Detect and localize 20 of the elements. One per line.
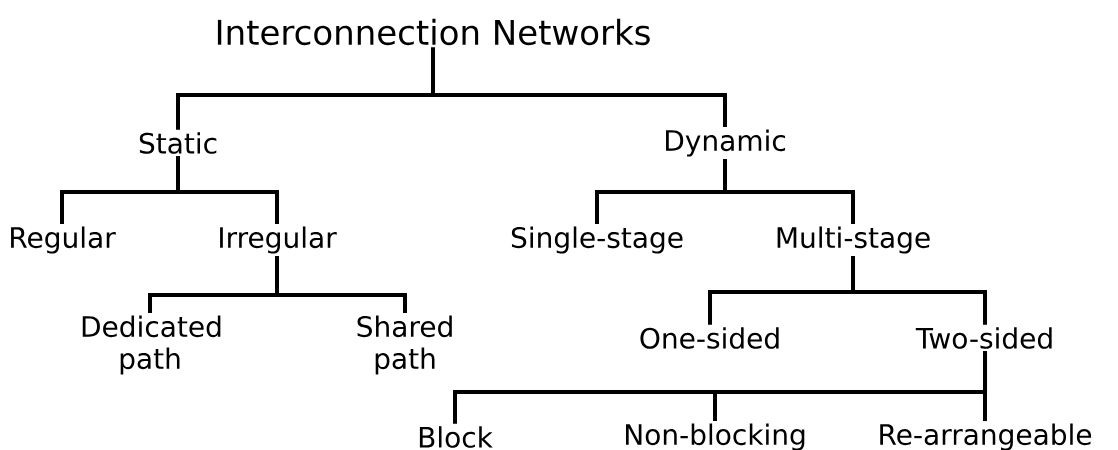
node-label: Interconnection Networks [217,18,650,46]
tree-connector [275,255,407,314]
node-label: Two-sided [915,327,1052,349]
node-label: One-sided [640,327,779,349]
node-label: Dynamic [666,129,786,157]
tree-connector [983,351,987,422]
tree-connector [851,255,987,325]
node-label: Regular [11,226,116,254]
node-label: Shared path [357,315,452,375]
node-label: Irregular [220,226,337,254]
tree-connector [723,158,855,225]
node-label: Single-stage [511,226,683,254]
tree-connector [176,156,279,225]
node-label: Re-arrangeable [880,423,1092,450]
tree-connector [431,47,727,128]
node-label: Dedicated path [82,315,221,375]
node-label: Block [419,426,493,448]
node-label: Static [139,132,217,154]
node-label: Multi-stage [777,226,930,254]
node-label: Non-blocking [626,423,805,450]
